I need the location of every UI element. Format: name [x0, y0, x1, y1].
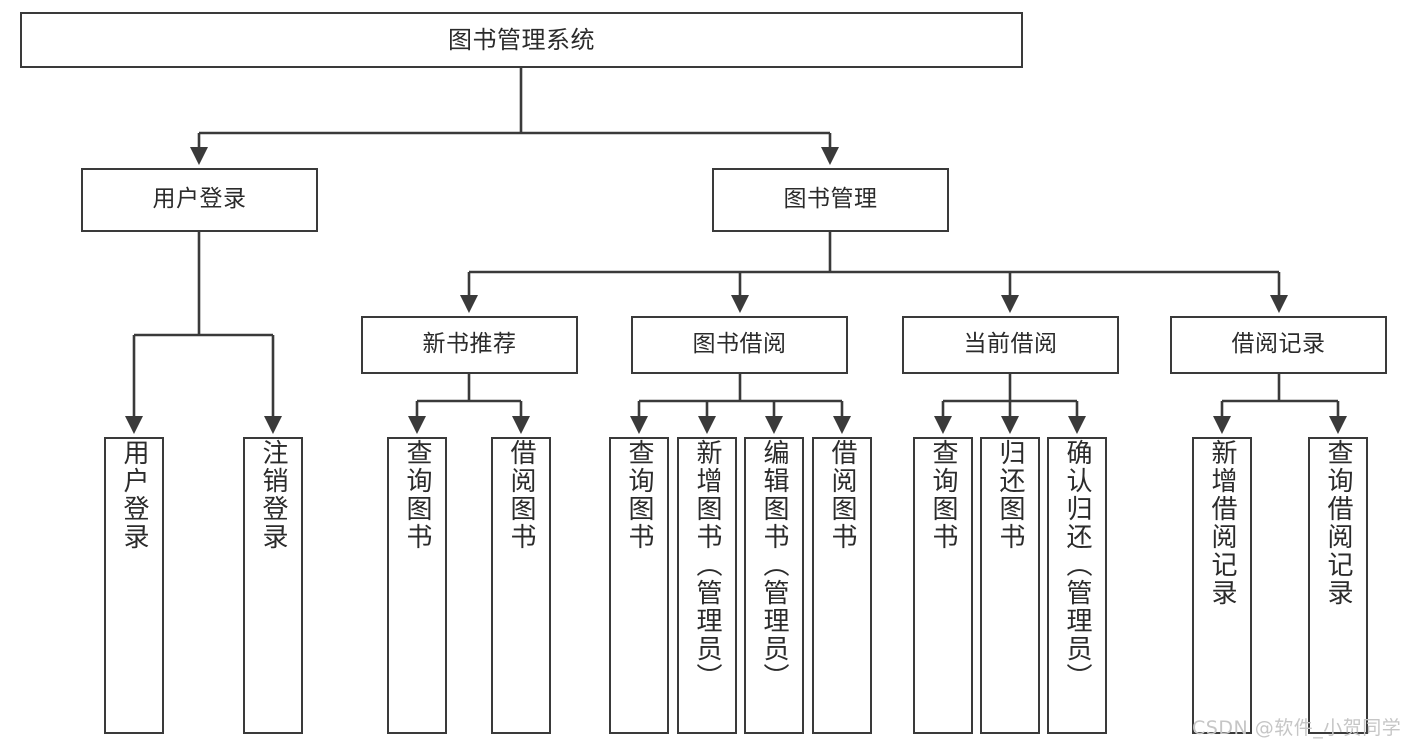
leaf-book-borrow-borrow-book[interactable]: 借阅图书 [812, 437, 872, 734]
node-label: 查询图书 [402, 439, 432, 551]
node-label: 归还图书 [995, 439, 1025, 551]
leaf-borrow-record-add-record[interactable]: 新增借阅记录 [1192, 437, 1252, 734]
node-label: 用户登录 [119, 439, 149, 551]
node-label: 查询借阅记录 [1323, 439, 1353, 607]
node-label: 借阅图书 [506, 439, 536, 551]
leaf-book-borrow-edit-book-admin[interactable]: 编辑图书（管理员） [744, 437, 804, 734]
node-user-login[interactable]: 用户登录 [81, 168, 318, 232]
leaf-new-book-borrow-book[interactable]: 借阅图书 [491, 437, 551, 734]
leaf-borrow-record-query-record[interactable]: 查询借阅记录 [1308, 437, 1368, 734]
leaf-book-borrow-add-book-admin[interactable]: 新增图书（管理员） [677, 437, 737, 734]
leaf-user-login-login[interactable]: 用户登录 [104, 437, 164, 734]
node-label: 确认归还（管理员） [1062, 439, 1092, 691]
node-label: 新书推荐 [422, 331, 517, 358]
node-label: 借阅图书 [827, 439, 857, 551]
leaf-current-borrow-query-book[interactable]: 查询图书 [913, 437, 973, 734]
node-label: 借阅记录 [1231, 331, 1326, 358]
leaf-new-book-query-book[interactable]: 查询图书 [387, 437, 447, 734]
leaf-user-login-logout[interactable]: 注销登录 [243, 437, 303, 734]
node-label: 新增借阅记录 [1207, 439, 1237, 607]
node-label: 查询图书 [928, 439, 958, 551]
csdn-watermark: CSDN @软件_小贺同学 [1192, 717, 1402, 739]
leaf-current-borrow-return-book[interactable]: 归还图书 [980, 437, 1040, 734]
node-label: 用户登录 [152, 186, 247, 213]
node-label: 注销登录 [258, 439, 288, 551]
node-label: 编辑图书（管理员） [759, 439, 789, 691]
leaf-current-borrow-confirm-return-admin[interactable]: 确认归还（管理员） [1047, 437, 1107, 734]
node-current-borrow[interactable]: 当前借阅 [902, 316, 1119, 374]
node-book-borrow[interactable]: 图书借阅 [631, 316, 848, 374]
node-root-book-management-system[interactable]: 图书管理系统 [20, 12, 1023, 68]
node-label: 新增图书（管理员） [692, 439, 722, 691]
node-book-management[interactable]: 图书管理 [712, 168, 949, 232]
node-label: 查询图书 [624, 439, 654, 551]
node-label: 当前借阅 [963, 331, 1058, 358]
node-borrow-record[interactable]: 借阅记录 [1170, 316, 1387, 374]
node-label: 图书管理 [783, 186, 878, 213]
node-label: 图书管理系统 [448, 25, 595, 54]
node-new-book-recommend[interactable]: 新书推荐 [361, 316, 578, 374]
node-label: 图书借阅 [692, 331, 787, 358]
leaf-book-borrow-query-book[interactable]: 查询图书 [609, 437, 669, 734]
